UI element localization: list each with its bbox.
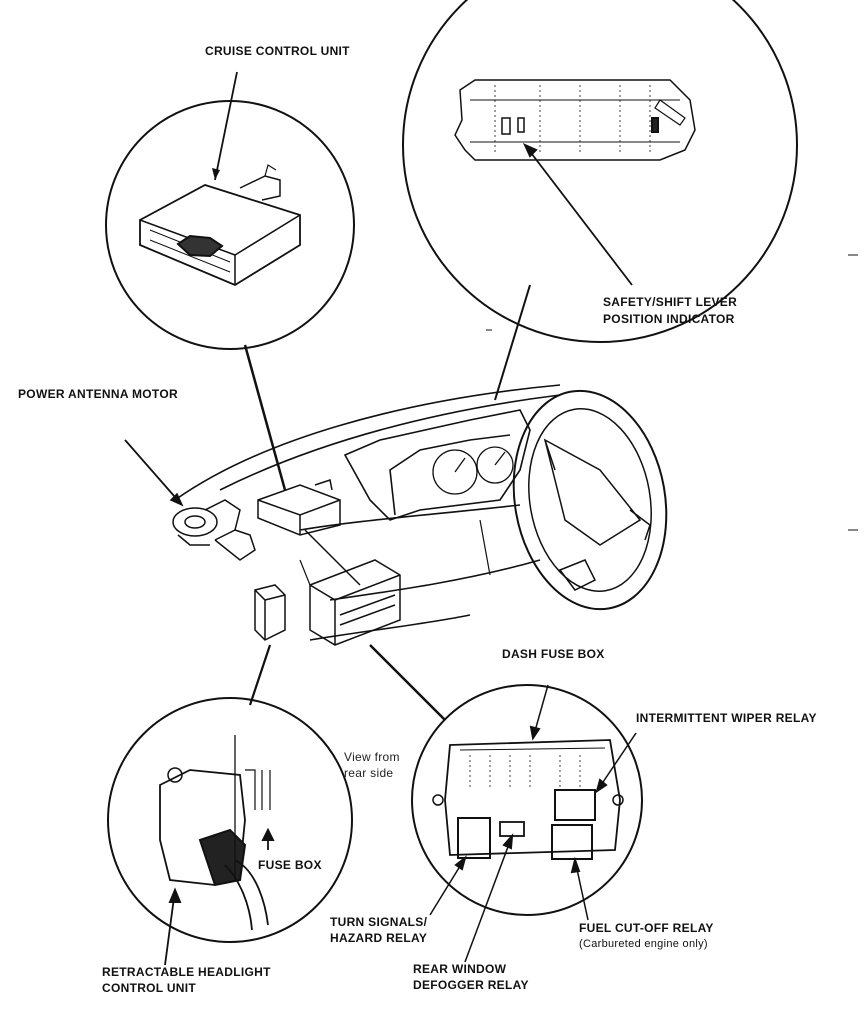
headlight-detail-circle (107, 697, 353, 966)
cruise-control-detail-circle (105, 100, 355, 350)
fuse-box-detail-circle (411, 684, 643, 963)
cruise-leader-line (243, 344, 287, 491)
safety-shift-detail-circle (402, 0, 798, 343)
power-antenna-motor-label: POWER ANTENNA MOTOR (18, 387, 178, 401)
safety-shift-label-line1: SAFETY/SHIFT LEVER (603, 295, 738, 309)
fuel-cutoff-label-line1: FUEL CUT-OFF RELAY (579, 921, 714, 935)
fuse-box-small (299, 529, 446, 721)
rear-window-label-line1: REAR WINDOW (413, 962, 507, 976)
turn-signals-label-line1: TURN SIGNALS/ (330, 915, 428, 929)
dashboard-drawing (174, 384, 668, 641)
rear-window-label-line2: DEFOGGER RELAY (413, 978, 529, 992)
cruise-unit-small (257, 479, 341, 536)
shift-leader-line (494, 284, 531, 401)
intermittent-wiper-relay-label: INTERMITTENT WIPER RELAY (636, 711, 817, 725)
retractable-headlight-label-line2: CONTROL UNIT (102, 981, 197, 995)
view-from-label-line2: rear side (344, 766, 394, 780)
turn-signals-label-line2: HAZARD RELAY (330, 931, 428, 945)
cruise-label-arrow (214, 71, 238, 181)
view-from-label-line1: View from (344, 750, 400, 764)
headlight-unit-small (248, 584, 286, 706)
dash-fuse-box-label: DASH FUSE BOX (502, 647, 605, 661)
power-antenna-motor-drawing (124, 439, 256, 561)
safety-shift-label-line2: POSITION INDICATOR (603, 312, 735, 326)
cruise-control-unit-label: CRUISE CONTROL UNIT (205, 44, 350, 58)
retractable-headlight-label-line1: RETRACTABLE HEADLIGHT (102, 965, 271, 979)
fuse-box-label: FUSE BOX (258, 858, 322, 872)
fuel-cutoff-label-line2: (Carbureted engine only) (579, 938, 708, 950)
